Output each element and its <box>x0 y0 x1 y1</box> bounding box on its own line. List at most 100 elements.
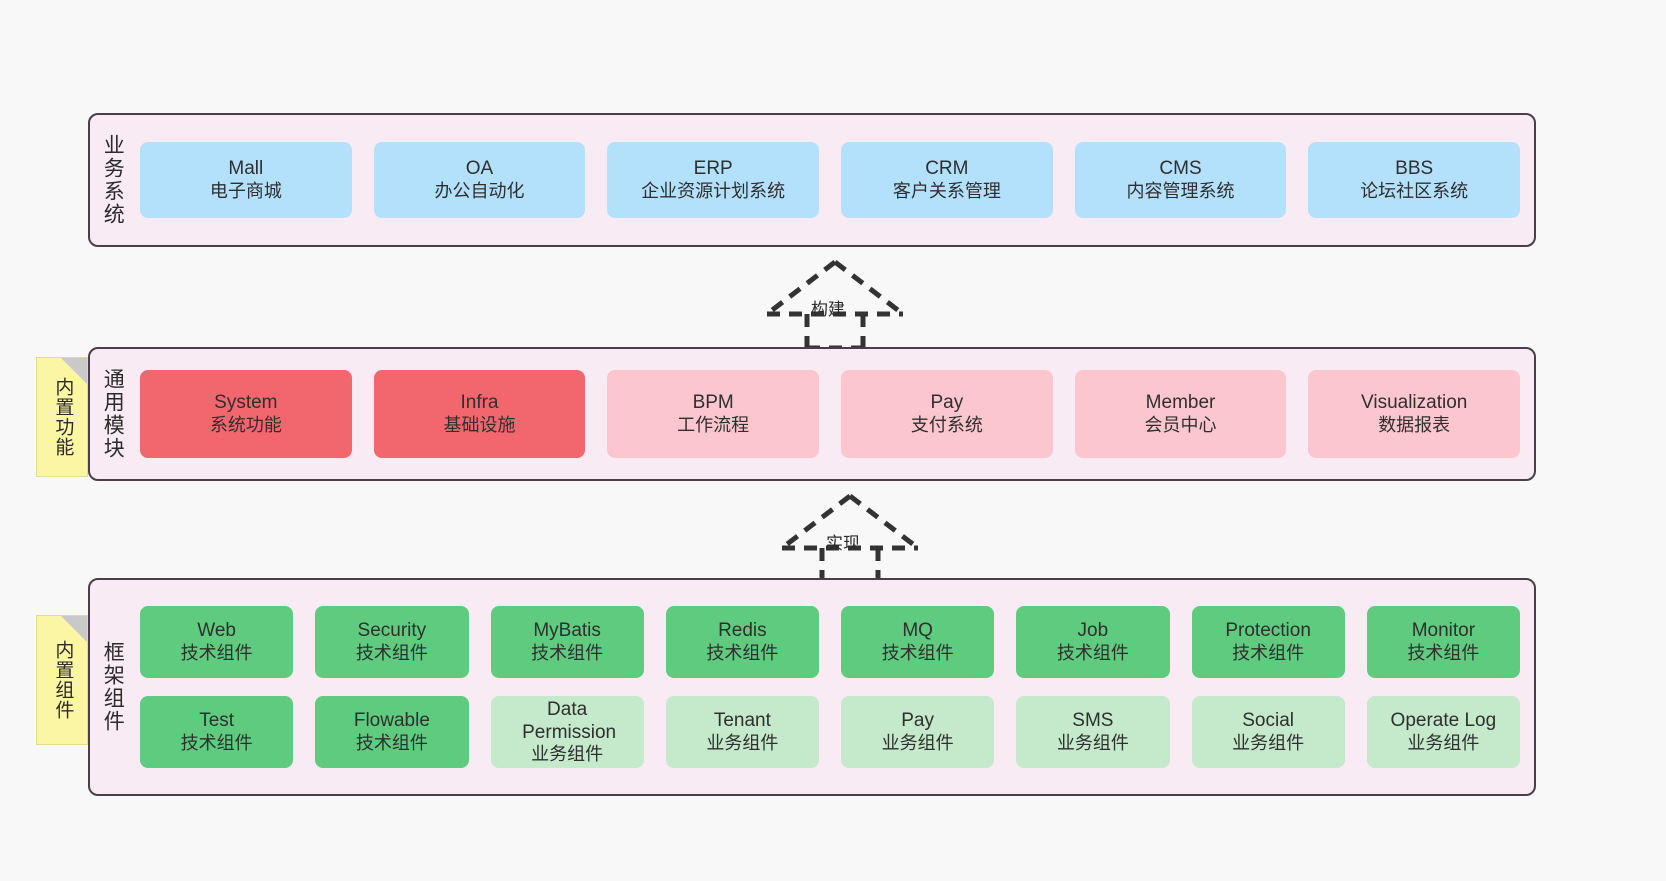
card-test-title: Test <box>199 710 235 732</box>
layer-business-system[interactable]: 业务系统 Mall 电子商城 OA 办公自动化 ERP 企业资源计划系统 CRM… <box>88 113 1536 247</box>
card-bpm-subtitle: 工作流程 <box>677 414 750 435</box>
card-bbs-subtitle: 论坛社区系统 <box>1360 180 1469 201</box>
note-builtin-component: 内置组件 <box>36 615 88 745</box>
note-fold-corner-icon <box>61 616 87 642</box>
card-mq[interactable]: MQ 技术组件 <box>841 606 995 678</box>
card-cms-title: CMS <box>1159 158 1202 180</box>
card-pay-module[interactable]: Pay 支付系统 <box>841 370 1053 458</box>
card-oa-subtitle: 办公自动化 <box>434 180 525 201</box>
card-web-subtitle: 技术组件 <box>180 642 253 663</box>
layer-common-module-title: 通用模块 <box>101 368 125 460</box>
card-mq-title: MQ <box>902 620 933 642</box>
card-visualization-title: Visualization <box>1361 392 1468 414</box>
card-crm-subtitle: 客户关系管理 <box>892 180 1001 201</box>
connector-implement-label: 实现 <box>826 534 860 553</box>
card-infra-title: Infra <box>460 392 499 414</box>
card-protection[interactable]: Protection 技术组件 <box>1191 606 1345 678</box>
card-data-permission-subtitle: 业务组件 <box>531 744 604 765</box>
card-mall[interactable]: Mall 电子商城 <box>140 142 352 218</box>
card-crm-title: CRM <box>925 158 969 180</box>
card-infra[interactable]: Infra 基础设施 <box>373 370 586 458</box>
card-pay-component[interactable]: Pay 业务组件 <box>841 696 995 768</box>
card-security-title: Security <box>357 620 427 642</box>
card-sms-subtitle: 业务组件 <box>1056 732 1129 753</box>
card-flowable[interactable]: Flowable 技术组件 <box>315 696 469 768</box>
layer-framework-component[interactable]: 框架组件 Web 技术组件 Security 技术组件 MyBatis 技术组件… <box>88 578 1536 796</box>
card-web[interactable]: Web 技术组件 <box>140 606 294 678</box>
card-operate-log-title: Operate Log <box>1390 710 1497 732</box>
card-row: System 系统功能 Infra 基础设施 BPM 工作流程 Pay 支付系统… <box>140 370 1521 458</box>
card-protection-title: Protection <box>1225 620 1311 642</box>
card-pay-module-title: Pay <box>930 392 964 414</box>
layer-framework-component-body: Web 技术组件 Security 技术组件 MyBatis 技术组件 Redi… <box>134 580 1534 794</box>
card-mybatis-title: MyBatis <box>533 620 601 642</box>
card-erp-title: ERP <box>693 158 733 180</box>
card-operate-log-subtitle: 业务组件 <box>1407 732 1480 753</box>
card-security[interactable]: Security 技术组件 <box>315 606 469 678</box>
card-mybatis-subtitle: 技术组件 <box>531 642 604 663</box>
card-system-subtitle: 系统功能 <box>209 414 282 435</box>
card-monitor[interactable]: Monitor 技术组件 <box>1366 606 1520 678</box>
layer-business-system-body: Mall 电子商城 OA 办公自动化 ERP 企业资源计划系统 CRM 客户关系… <box>134 115 1534 245</box>
layer-common-module[interactable]: 通用模块 System 系统功能 Infra 基础设施 BPM 工作流程 Pay… <box>88 347 1536 481</box>
connector-build-label: 构建 <box>811 300 845 319</box>
card-visualization-subtitle: 数据报表 <box>1378 414 1451 435</box>
card-job-subtitle: 技术组件 <box>1056 642 1129 663</box>
card-job-title: Job <box>1077 620 1109 642</box>
card-system[interactable]: System 系统功能 <box>140 370 352 458</box>
card-data-permission[interactable]: Data Permission 业务组件 <box>490 696 644 768</box>
card-infra-subtitle: 基础设施 <box>443 414 516 435</box>
card-monitor-subtitle: 技术组件 <box>1407 642 1480 663</box>
card-social[interactable]: Social 业务组件 <box>1191 696 1345 768</box>
card-tenant-title: Tenant <box>713 710 771 732</box>
card-sms[interactable]: SMS 业务组件 <box>1016 696 1170 768</box>
card-redis[interactable]: Redis 技术组件 <box>665 606 819 678</box>
card-bpm[interactable]: BPM 工作流程 <box>607 370 820 458</box>
card-tenant-subtitle: 业务组件 <box>706 732 779 753</box>
note-fold-corner-icon <box>61 358 87 384</box>
card-data-permission-title: Data Permission <box>522 698 617 744</box>
connector-implement: 实现 <box>770 492 930 585</box>
card-system-title: System <box>214 392 278 414</box>
card-pay-component-subtitle: 业务组件 <box>881 732 954 753</box>
card-flowable-subtitle: 技术组件 <box>355 732 428 753</box>
card-protection-subtitle: 技术组件 <box>1232 642 1305 663</box>
card-erp[interactable]: ERP 企业资源计划系统 <box>607 142 820 218</box>
card-oa[interactable]: OA 办公自动化 <box>373 142 586 218</box>
card-member[interactable]: Member 会员中心 <box>1074 370 1287 458</box>
card-visualization[interactable]: Visualization 数据报表 <box>1308 370 1521 458</box>
card-erp-subtitle: 企业资源计划系统 <box>641 180 786 201</box>
card-row: Test 技术组件 Flowable 技术组件 Data Permission … <box>140 696 1520 768</box>
card-sms-title: SMS <box>1072 710 1114 732</box>
card-test[interactable]: Test 技术组件 <box>140 696 294 768</box>
card-tenant[interactable]: Tenant 业务组件 <box>665 696 819 768</box>
card-cms[interactable]: CMS 内容管理系统 <box>1074 142 1287 218</box>
card-mybatis[interactable]: MyBatis 技术组件 <box>490 606 644 678</box>
card-redis-title: Redis <box>718 620 767 642</box>
card-operate-log[interactable]: Operate Log 业务组件 <box>1366 696 1520 768</box>
card-row: Mall 电子商城 OA 办公自动化 ERP 企业资源计划系统 CRM 客户关系… <box>140 142 1521 218</box>
card-web-title: Web <box>197 620 236 642</box>
card-monitor-title: Monitor <box>1411 620 1476 642</box>
card-mall-title: Mall <box>228 158 264 180</box>
connector-build: 构建 <box>755 258 915 351</box>
card-crm[interactable]: CRM 客户关系管理 <box>841 142 1053 218</box>
card-test-subtitle: 技术组件 <box>180 732 253 753</box>
card-security-subtitle: 技术组件 <box>355 642 428 663</box>
layer-common-module-body: System 系统功能 Infra 基础设施 BPM 工作流程 Pay 支付系统… <box>134 349 1534 479</box>
card-social-subtitle: 业务组件 <box>1232 732 1305 753</box>
card-flowable-title: Flowable <box>353 710 430 732</box>
card-pay-module-subtitle: 支付系统 <box>910 414 983 435</box>
layer-framework-component-title: 框架组件 <box>101 641 125 733</box>
card-member-title: Member <box>1145 392 1216 414</box>
card-member-subtitle: 会员中心 <box>1144 414 1217 435</box>
card-cms-subtitle: 内容管理系统 <box>1126 180 1235 201</box>
card-bbs[interactable]: BBS 论坛社区系统 <box>1308 142 1521 218</box>
card-pay-component-title: Pay <box>901 710 934 732</box>
card-job[interactable]: Job 技术组件 <box>1016 606 1170 678</box>
card-row: Web 技术组件 Security 技术组件 MyBatis 技术组件 Redi… <box>140 606 1520 678</box>
layer-business-system-title: 业务系统 <box>101 134 125 226</box>
card-social-title: Social <box>1242 710 1294 732</box>
note-builtin-function: 内置功能 <box>36 357 88 477</box>
